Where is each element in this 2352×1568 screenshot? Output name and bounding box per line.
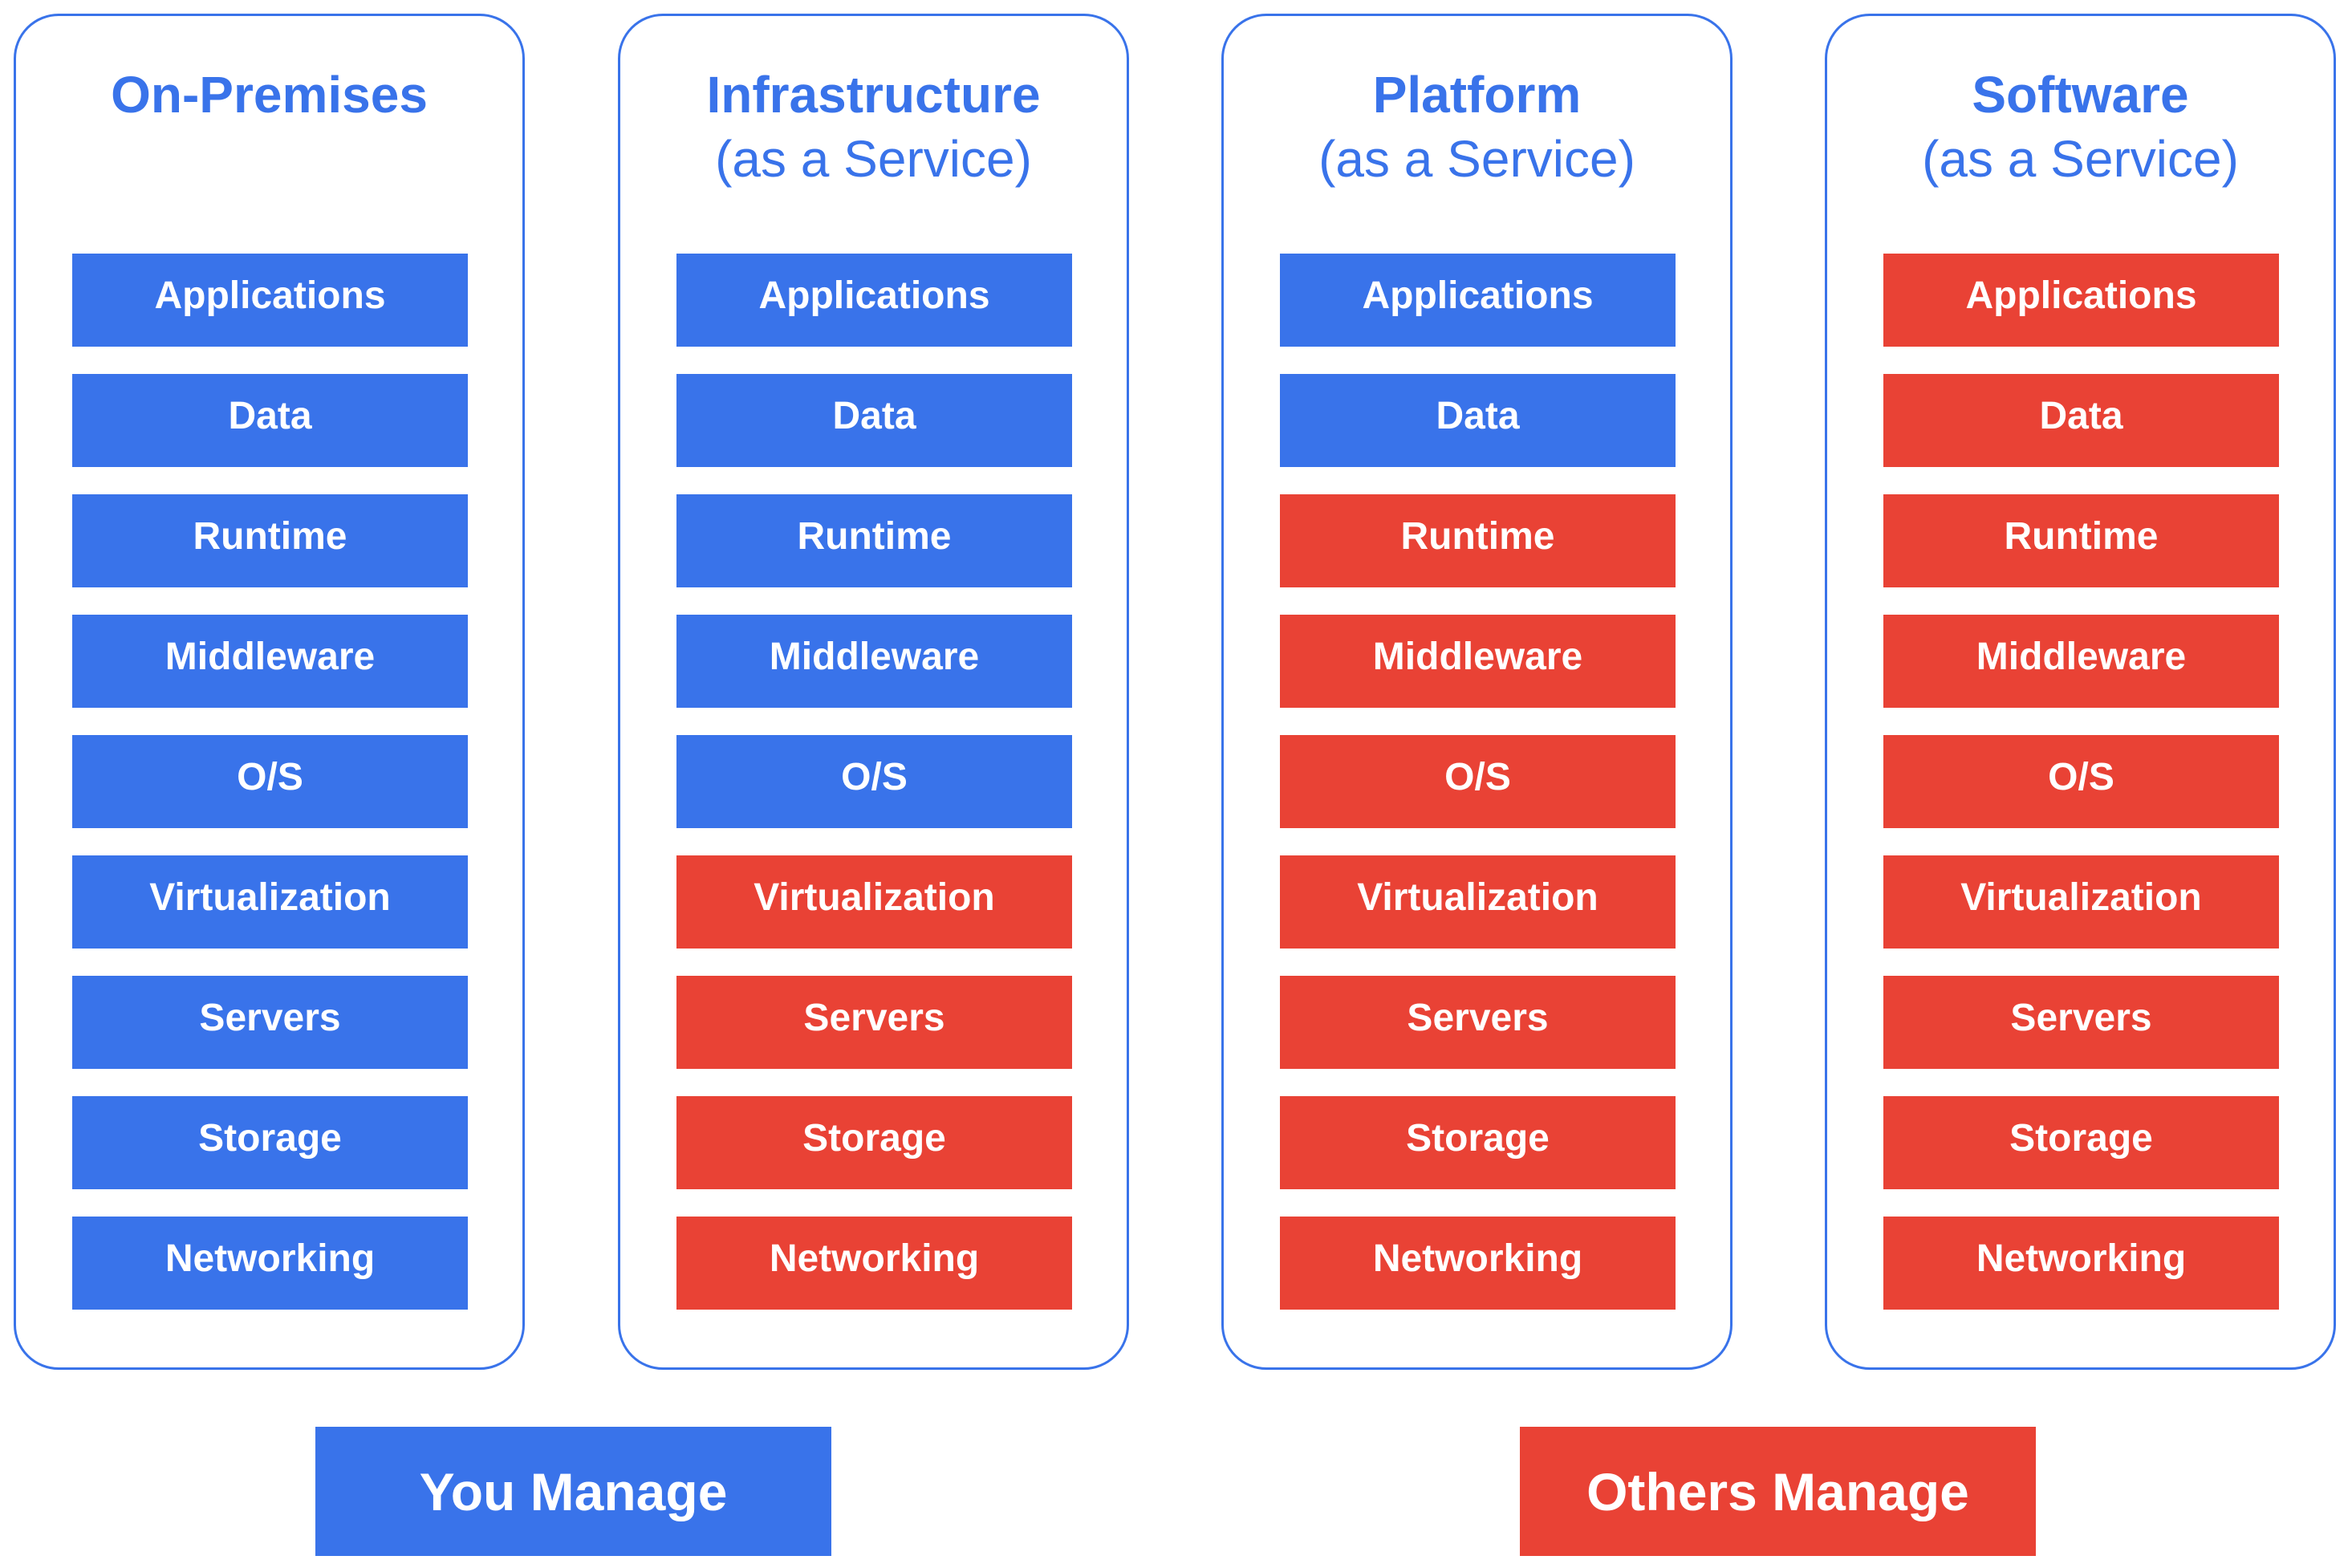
layer-servers: Servers xyxy=(676,976,1072,1069)
layer-data: Data xyxy=(1280,374,1676,467)
layer-middleware: Middleware xyxy=(676,615,1072,708)
column-title: Infrastructure (as a Service) xyxy=(620,63,1127,191)
layer-stack: Applications Data Runtime Middleware O/S… xyxy=(1883,254,2279,1337)
column-title: Platform (as a Service) xyxy=(1224,63,1730,191)
column-paas: Platform (as a Service) Applications Dat… xyxy=(1221,14,1733,1370)
legend-you-manage: You Manage xyxy=(315,1427,831,1556)
layer-applications: Applications xyxy=(1280,254,1676,347)
layer-virtualization: Virtualization xyxy=(1280,855,1676,949)
layer-runtime: Runtime xyxy=(676,494,1072,587)
column-title-main: Software xyxy=(1972,66,2189,124)
layer-data: Data xyxy=(1883,374,2279,467)
layer-runtime: Runtime xyxy=(1280,494,1676,587)
layer-os: O/S xyxy=(676,735,1072,828)
layer-stack: Applications Data Runtime Middleware O/S… xyxy=(1280,254,1676,1337)
column-saas: Software (as a Service) Applications Dat… xyxy=(1825,14,2336,1370)
column-iaas: Infrastructure (as a Service) Applicatio… xyxy=(618,14,1129,1370)
layer-networking: Networking xyxy=(676,1217,1072,1310)
layer-networking: Networking xyxy=(1883,1217,2279,1310)
layer-virtualization: Virtualization xyxy=(72,855,468,949)
layer-storage: Storage xyxy=(1280,1096,1676,1189)
layer-applications: Applications xyxy=(72,254,468,347)
layer-middleware: Middleware xyxy=(1280,615,1676,708)
column-title-sub: (as a Service) xyxy=(1922,130,2239,188)
layer-storage: Storage xyxy=(72,1096,468,1189)
column-title-sub: (as a Service) xyxy=(715,130,1032,188)
column-title-main: On-Premises xyxy=(111,66,428,124)
column-on-premises: On-Premises Applications Data Runtime Mi… xyxy=(14,14,525,1370)
layer-stack: Applications Data Runtime Middleware O/S… xyxy=(72,254,468,1337)
column-title-sub: (as a Service) xyxy=(1318,130,1635,188)
layer-runtime: Runtime xyxy=(1883,494,2279,587)
layer-middleware: Middleware xyxy=(72,615,468,708)
layer-storage: Storage xyxy=(1883,1096,2279,1189)
layer-virtualization: Virtualization xyxy=(676,855,1072,949)
column-title-main: Infrastructure xyxy=(706,66,1041,124)
layer-servers: Servers xyxy=(72,976,468,1069)
layer-stack: Applications Data Runtime Middleware O/S… xyxy=(676,254,1072,1337)
layer-networking: Networking xyxy=(72,1217,468,1310)
layer-runtime: Runtime xyxy=(72,494,468,587)
layer-applications: Applications xyxy=(676,254,1072,347)
layer-storage: Storage xyxy=(676,1096,1072,1189)
layer-networking: Networking xyxy=(1280,1217,1676,1310)
layer-os: O/S xyxy=(1883,735,2279,828)
column-title: Software (as a Service) xyxy=(1827,63,2334,191)
layer-servers: Servers xyxy=(1280,976,1676,1069)
layer-servers: Servers xyxy=(1883,976,2279,1069)
column-title: On-Premises xyxy=(16,63,522,127)
layer-os: O/S xyxy=(72,735,468,828)
column-title-main: Platform xyxy=(1372,66,1582,124)
layer-data: Data xyxy=(676,374,1072,467)
layer-applications: Applications xyxy=(1883,254,2279,347)
legend-others-manage: Others Manage xyxy=(1520,1427,2036,1556)
layer-os: O/S xyxy=(1280,735,1676,828)
layer-data: Data xyxy=(72,374,468,467)
layer-virtualization: Virtualization xyxy=(1883,855,2279,949)
layer-middleware: Middleware xyxy=(1883,615,2279,708)
